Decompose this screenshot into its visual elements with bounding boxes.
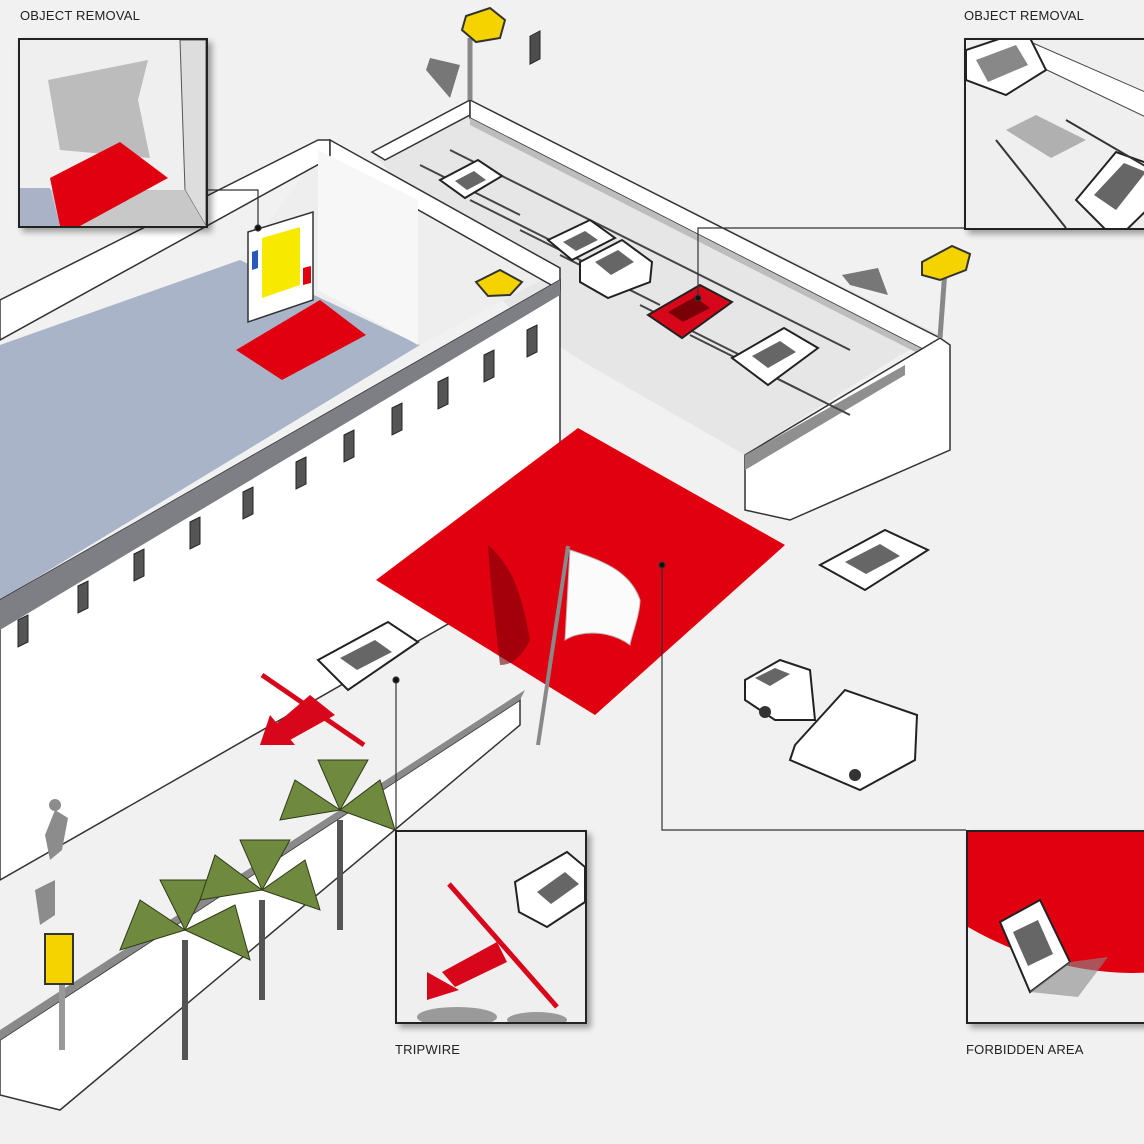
forbidden-area-label: FORBIDDEN AREA: [966, 1042, 1084, 1057]
tripwire-inset: [395, 830, 587, 1024]
object-removal-left-label: OBJECT REMOVAL: [20, 8, 140, 23]
object-removal-right-label: OBJECT REMOVAL: [964, 8, 1084, 23]
tripwire-label: TRIPWIRE: [395, 1042, 460, 1057]
forbidden-area-inset: [966, 830, 1144, 1024]
object-removal-right-inset: [964, 38, 1144, 230]
object-removal-left-inset: [18, 38, 208, 228]
